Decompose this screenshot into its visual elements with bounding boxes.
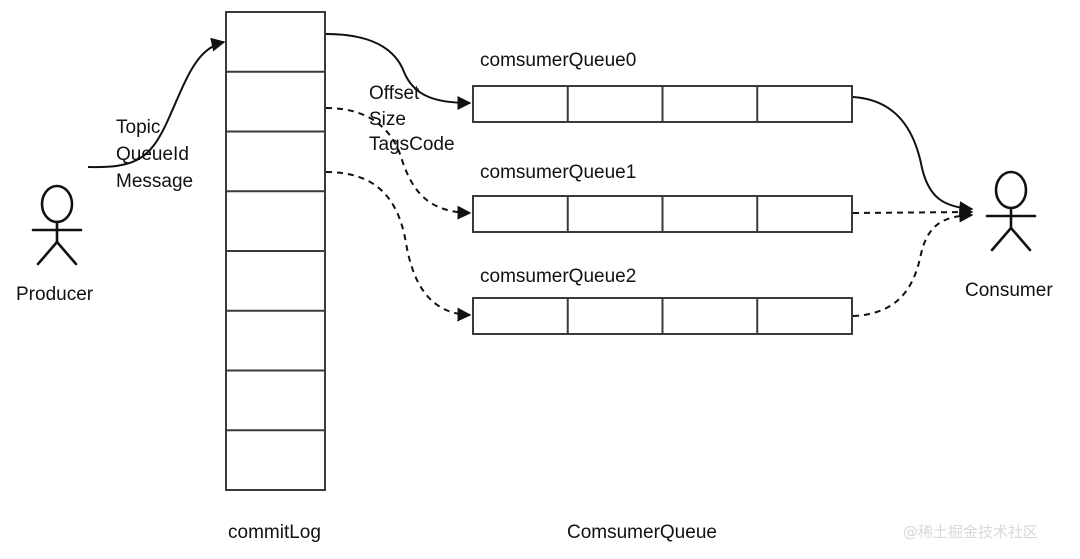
queue0-to-consumer-arrow	[852, 96, 974, 216]
producer-message-fields: Topic QueueId Message	[116, 117, 193, 192]
commit-log-bottom-label: commitLog	[228, 522, 321, 543]
queue1-to-consumer-arrow	[852, 205, 974, 220]
watermark: @稀土掘金技术社区	[903, 523, 1038, 541]
producer-actor: Producer	[16, 184, 94, 305]
stick-figure-icon	[985, 170, 1037, 252]
consumer-queue-0-label: comsumerQueue0	[480, 50, 636, 71]
queue2-to-consumer-arrow	[852, 208, 974, 317]
consumer-queue-2: comsumerQueue2	[472, 266, 853, 335]
field-label-tagscode: TagsCode	[369, 134, 455, 155]
field-label-size: Size	[369, 109, 406, 130]
producer-to-commitlog-arrow	[87, 37, 226, 169]
consumer-label: Consumer	[965, 280, 1053, 301]
consumer-queue-group-bottom-label: ComsumerQueue	[567, 522, 717, 543]
consumer-queue-1: comsumerQueue1	[472, 162, 853, 233]
commitlog-to-queue2-arrow	[325, 171, 472, 322]
consumer-queue-2-label: comsumerQueue2	[480, 266, 636, 287]
field-label-queueid: QueueId	[116, 144, 189, 165]
field-label-offset: Offset	[369, 83, 420, 104]
producer-label: Producer	[16, 284, 94, 305]
consumer-actor: Consumer	[965, 170, 1053, 301]
commitlog-to-queue0-arrow	[325, 33, 472, 110]
field-label-topic: Topic	[116, 117, 160, 138]
commit-log-column: commitLog	[225, 11, 326, 543]
stick-figure-icon	[31, 184, 83, 266]
consumer-queue-0: comsumerQueue0	[472, 50, 853, 123]
index-fields: Offset Size TagsCode	[369, 83, 455, 155]
consumer-queue-1-label: comsumerQueue1	[480, 162, 636, 183]
commitlog-to-queue1-arrow	[325, 107, 472, 220]
field-label-message: Message	[116, 171, 193, 192]
